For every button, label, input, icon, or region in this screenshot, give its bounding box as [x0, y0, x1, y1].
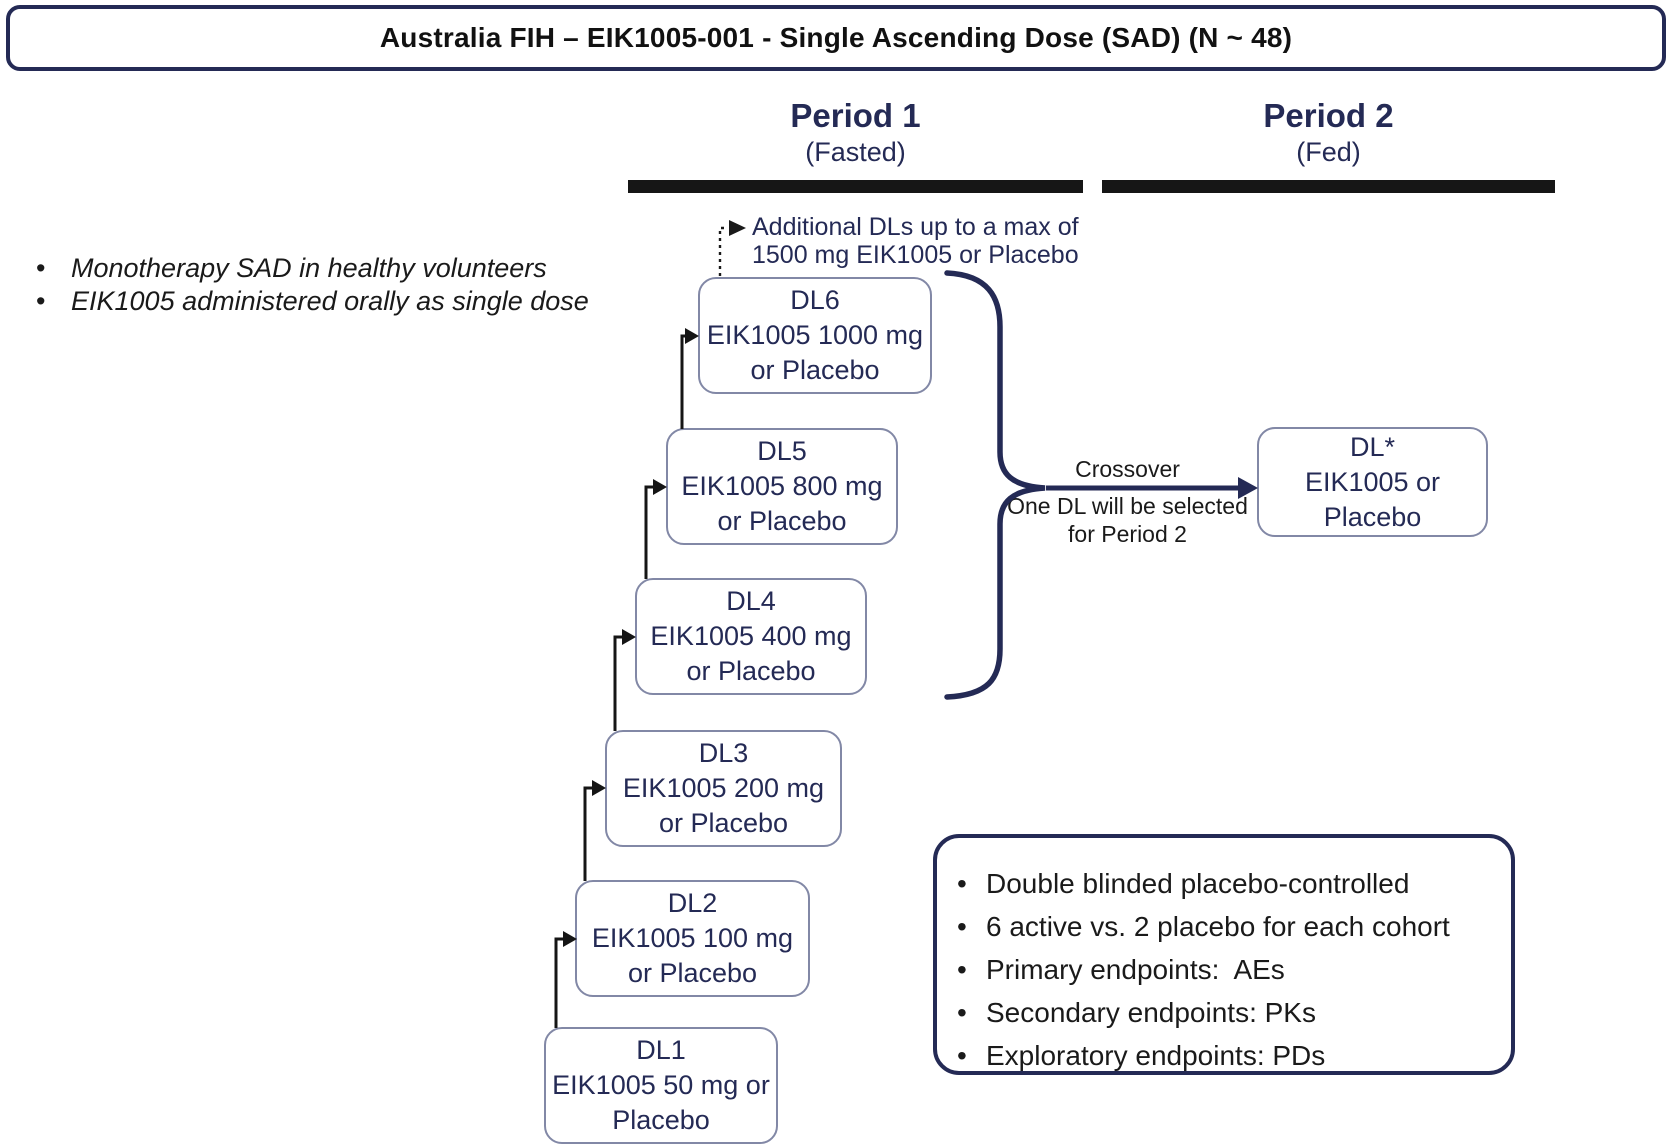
arrowhead-icon: [592, 780, 606, 796]
dl3-dose: EIK1005 200 mg: [622, 773, 825, 803]
dl4-dose: EIK1005 400 mg: [650, 621, 852, 651]
dl4-alt: or Placebo: [686, 656, 816, 686]
study-notes-list: • Monotherapy SAD in healthy volunteers …: [36, 252, 589, 318]
crossover-note: One DL will be selected for Period 2: [985, 492, 1270, 548]
dose-level-box-dl-star: DL* EIK1005 or Placebo: [1257, 427, 1488, 537]
list-item: • EIK1005 administered orally as single …: [36, 285, 589, 318]
bullet-icon: •: [36, 286, 46, 316]
period1-title: Period 1: [790, 97, 921, 134]
bullet-icon: •: [957, 1040, 967, 1071]
dl5-label: DL5: [757, 436, 807, 466]
list-item: • Double blinded placebo-controlled: [957, 862, 1511, 905]
dl2-alt: or Placebo: [627, 958, 758, 988]
period1-timeline-bar: [628, 180, 1083, 193]
additional-dl-note: Additional DLs up to a max of 1500 mg EI…: [752, 213, 1079, 269]
arrow-dl1-to-dl2: [554, 937, 564, 1028]
bullet-icon: •: [36, 253, 46, 283]
study-note-text: Monotherapy SAD in healthy volunteers: [71, 253, 547, 283]
dl3-alt: or Placebo: [658, 808, 789, 838]
design-notes-list: • Double blinded placebo-controlled • 6 …: [937, 838, 1511, 1077]
dl1-label: DL1: [636, 1035, 686, 1065]
bullet-icon: •: [957, 997, 967, 1028]
period2-title: Period 2: [1263, 97, 1394, 134]
dl6-label: DL6: [790, 285, 840, 315]
bullet-icon: •: [957, 954, 967, 985]
period1-header: Period 1 (Fasted): [628, 96, 1083, 168]
dose-level-box-dl1: DL1 EIK1005 50 mg or Placebo: [544, 1027, 778, 1144]
list-item: • Secondary endpoints: PKs: [957, 991, 1511, 1034]
dose-level-box-dl4: DL4 EIK1005 400 mg or Placebo: [635, 578, 867, 695]
period1-subtitle: (Fasted): [805, 137, 906, 167]
list-item: • 6 active vs. 2 placebo for each cohort: [957, 905, 1511, 948]
dlstar-dose: EIK1005 or: [1304, 466, 1441, 497]
design-note-text: Secondary endpoints: PKs: [986, 997, 1316, 1028]
arrowhead-icon: [622, 629, 636, 645]
title-box: Australia FIH – EIK1005-001 - Single Asc…: [6, 5, 1666, 71]
dlstar-alt: Placebo: [1323, 501, 1422, 532]
design-note-text: Primary endpoints: AEs: [986, 954, 1285, 985]
dlstar-label: DL*: [1349, 431, 1396, 462]
additional-dl-note-line2: 1500 mg EIK1005 or Placebo: [752, 241, 1079, 269]
design-note-text: Double blinded placebo-controlled: [986, 868, 1410, 899]
dl5-dose: EIK1005 800 mg: [681, 471, 883, 501]
dl6-dose: EIK1005 1000 mg: [706, 320, 924, 350]
page-title: Australia FIH – EIK1005-001 - Single Asc…: [379, 22, 1293, 53]
arrowhead-icon: [685, 328, 699, 344]
dl1-dose: EIK1005 50 mg or: [552, 1070, 770, 1100]
crossover-note-line1: One DL will be selected: [1007, 493, 1248, 519]
dose-level-box-dl3: DL3 EIK1005 200 mg or Placebo: [605, 730, 842, 847]
dl2-label: DL2: [667, 888, 718, 918]
arrow-dl4-to-dl5: [644, 485, 654, 579]
list-item: • Primary endpoints: AEs: [957, 948, 1511, 991]
period2-subtitle: (Fed): [1296, 137, 1361, 167]
arrow-dl3-to-dl4: [613, 635, 623, 731]
period2-header: Period 2 (Fed): [1102, 96, 1555, 168]
bullet-icon: •: [957, 911, 967, 942]
arrow-dl5-to-dl6: [680, 334, 686, 429]
additional-dl-note-line1: Additional DLs up to a max of: [752, 213, 1079, 241]
list-item: • Exploratory endpoints: PDs: [957, 1034, 1511, 1077]
dl4-label: DL4: [726, 586, 776, 616]
dotted-additional-dl-connector: [718, 226, 728, 276]
arrowhead-icon: [729, 220, 746, 236]
study-note-text: EIK1005 administered orally as single do…: [71, 286, 589, 316]
arrow-dl2-to-dl3: [583, 786, 593, 881]
design-note-text: Exploratory endpoints: PDs: [986, 1040, 1326, 1071]
design-notes-box: • Double blinded placebo-controlled • 6 …: [933, 834, 1515, 1075]
design-note-text: 6 active vs. 2 placebo for each cohort: [986, 911, 1450, 942]
crossover-note-line2: for Period 2: [1068, 521, 1187, 547]
dose-level-box-dl2: DL2 EIK1005 100 mg or Placebo: [575, 880, 810, 997]
brace-dl4-dl6: [944, 270, 1046, 700]
dl5-alt: or Placebo: [717, 506, 847, 536]
dl2-dose: EIK1005 100 mg: [591, 923, 794, 953]
list-item: • Monotherapy SAD in healthy volunteers: [36, 252, 589, 285]
arrowhead-icon: [653, 479, 667, 495]
dose-level-box-dl5: DL5 EIK1005 800 mg or Placebo: [666, 428, 898, 545]
dose-level-box-dl6: DL6 EIK1005 1000 mg or Placebo: [698, 277, 932, 394]
dl3-label: DL3: [698, 738, 749, 768]
period2-timeline-bar: [1102, 180, 1555, 193]
dl6-alt: or Placebo: [750, 355, 880, 385]
dl1-alt: Placebo: [612, 1105, 710, 1135]
crossover-label: Crossover: [1075, 456, 1180, 482]
bullet-icon: •: [957, 868, 967, 899]
